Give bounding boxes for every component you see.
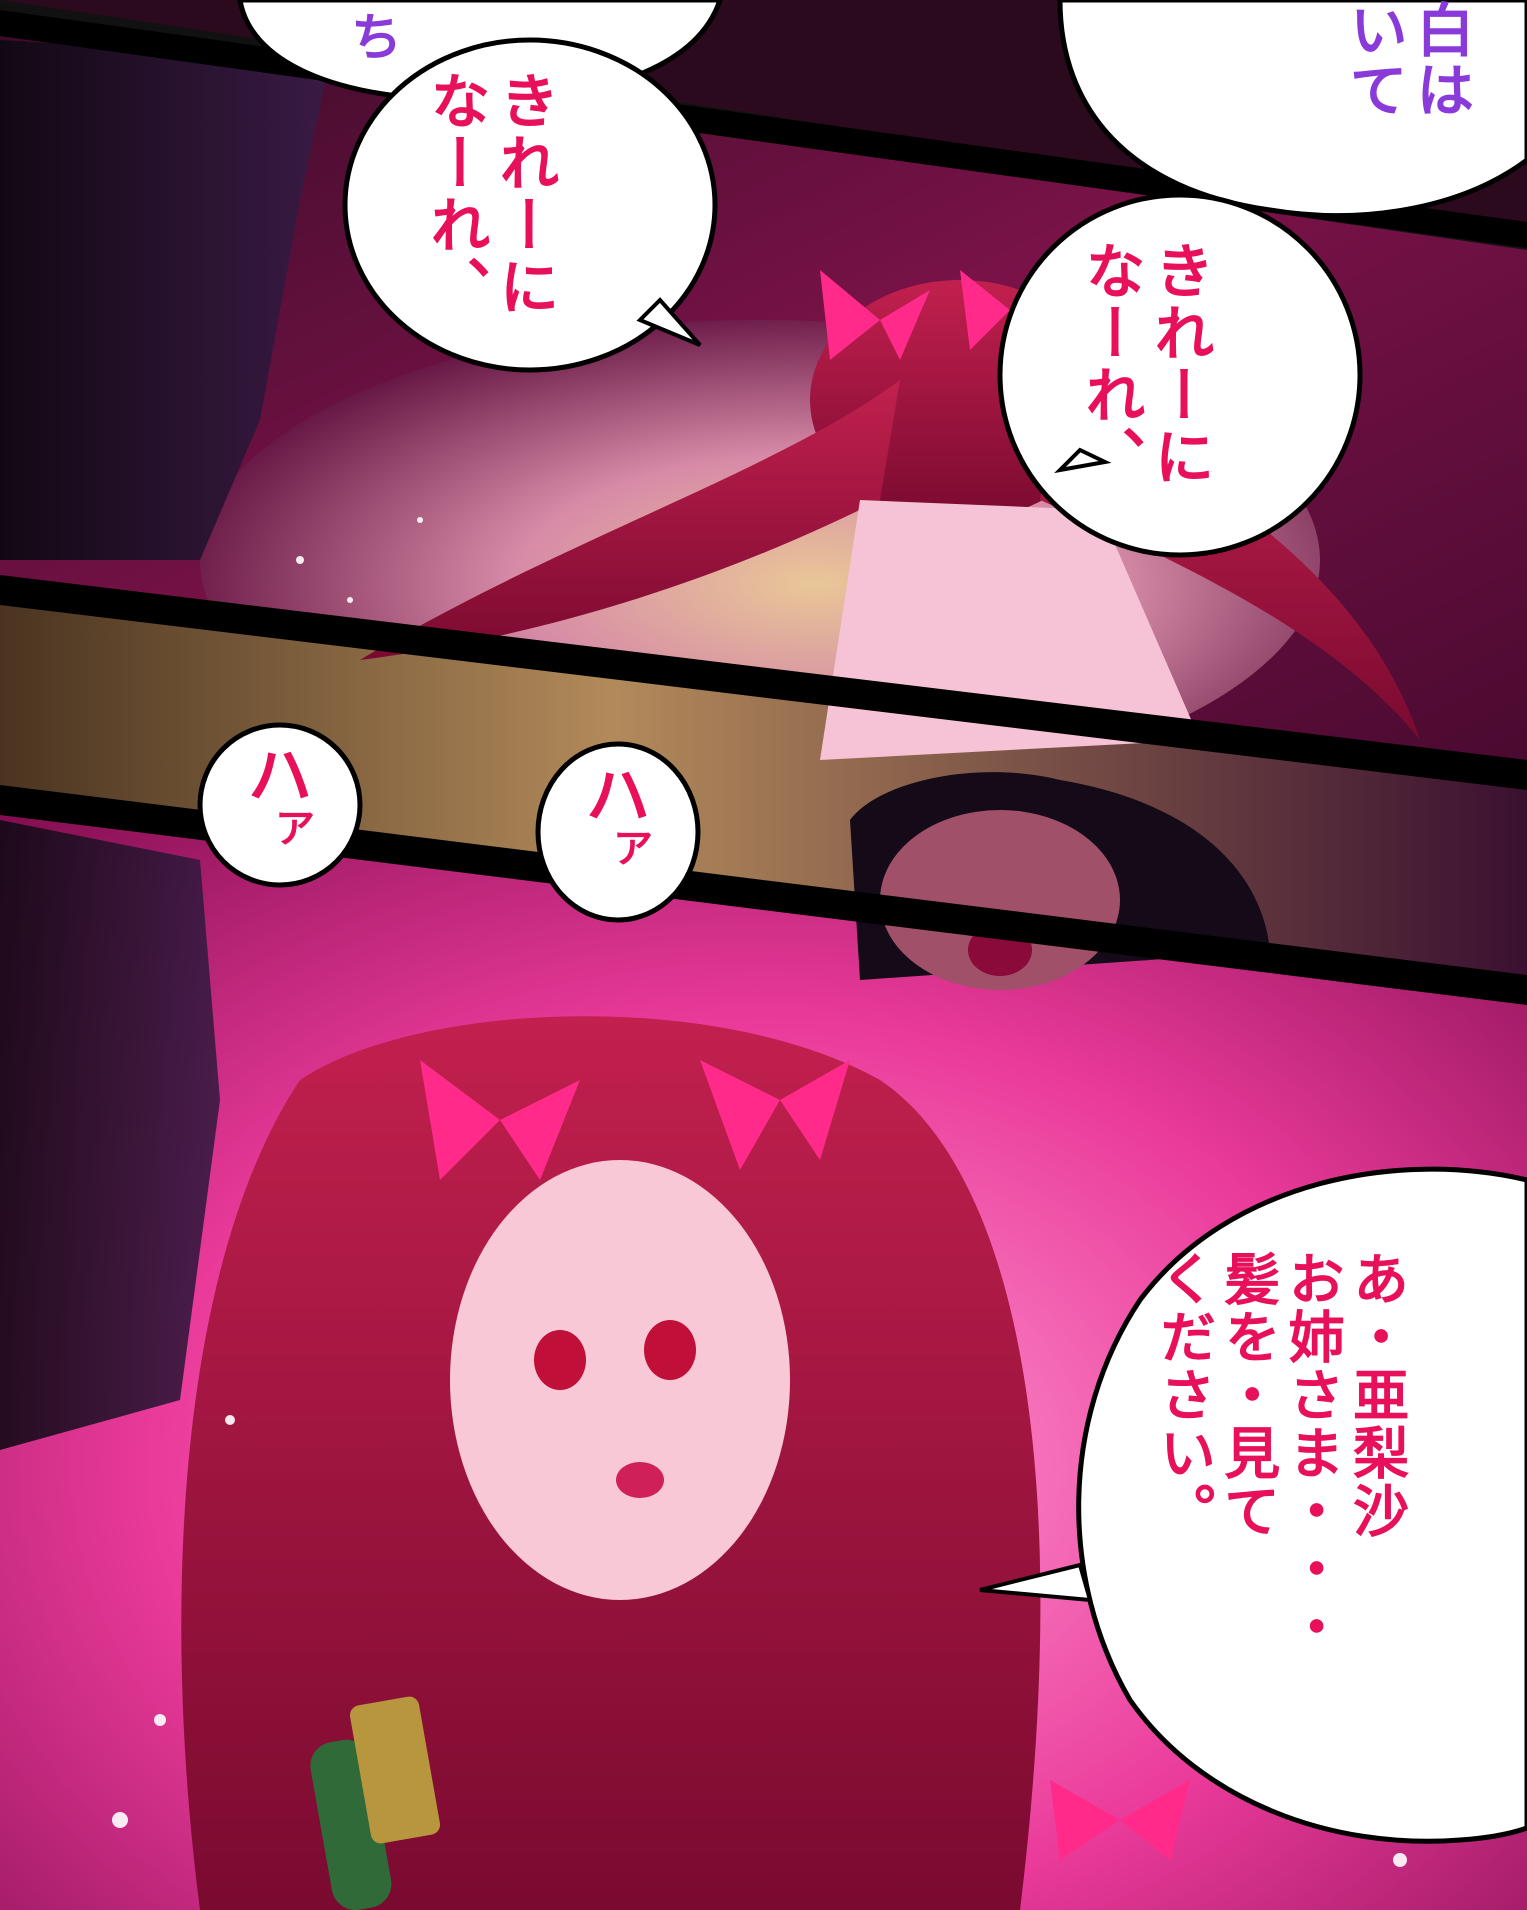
speech-haa-left: ハ ア [215, 745, 345, 849]
speech-bubble-bottom-line-3: 髪を・見て [1214, 1250, 1280, 1540]
speech-haa-right: ハ ア [553, 765, 683, 869]
speech-bubble-bottom: あ・亜梨沙 お姉さま・・・ 髪を・見て ください。 [1150, 1250, 1408, 1656]
speech-bubble-left-line-2: なーれ、 [420, 70, 490, 318]
speech-bubble-right-line-2: なーれ、 [1075, 240, 1145, 488]
speech-bubble-right: きれーに なーれ、 [1075, 240, 1214, 488]
speech-top-right: 白は いて [1339, 0, 1475, 120]
speech-bubble-left: きれーに なーれ、 [420, 70, 559, 318]
speech-bubble-bottom-line-4: ください。 [1150, 1250, 1216, 1540]
speech-top-fragment: ち [340, 10, 401, 64]
speech-top-right-line-2: いて [1339, 0, 1408, 120]
speech-haa-right-char-1: ハ [586, 760, 650, 834]
speech-haa-left-char-2: ア [275, 806, 315, 852]
speech-haa-right-char-2: ア [613, 826, 653, 872]
speech-haa-left-char-1: ハ [248, 740, 312, 814]
speech-bubble-left-line-1: きれーに [489, 70, 559, 318]
speech-bubble-bottom-line-2: お姉さま・・・ [1279, 1250, 1345, 1656]
speech-bubble-bottom-line-1: あ・亜梨沙 [1343, 1250, 1409, 1540]
speech-top-right-line-1: 白は [1406, 0, 1475, 120]
speech-bubble-right-line-1: きれーに [1144, 240, 1214, 488]
